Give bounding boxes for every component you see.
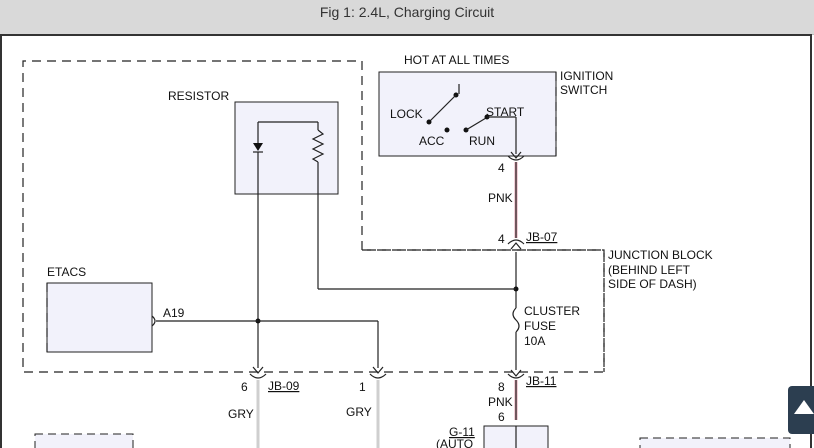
ign-connector-cup — [507, 155, 525, 161]
jb07-connector-cup — [507, 239, 525, 245]
jb09-connector-arrow — [252, 366, 264, 374]
g11-label: G-11 — [449, 425, 475, 439]
body-control-enclosure — [22, 60, 605, 373]
jb09-connector-cup — [249, 373, 267, 379]
cluster-label: CLUSTER — [524, 304, 580, 318]
scroll-to-top-button[interactable] — [788, 386, 814, 434]
lock-contact-dot — [426, 119, 432, 125]
jb07-connector-arrow — [510, 242, 522, 250]
bottom-right-module-box — [639, 437, 791, 448]
etacs-box — [46, 282, 153, 353]
jb07-label: JB-07 — [526, 230, 558, 244]
pnk-top-label: PNK — [488, 191, 513, 205]
pin-6-label: 6 — [241, 380, 248, 394]
jb11-connector-arrow — [510, 369, 522, 377]
junction-block-label-2: (BEHIND LEFT — [608, 263, 691, 277]
diode-symbol — [253, 143, 263, 151]
pnk-bottom-label: PNK — [488, 395, 513, 409]
auto-partial-label: (AUTO — [436, 437, 473, 448]
pin-6-bottom-label: 6 — [498, 410, 505, 424]
pin1-connector-arrow — [372, 366, 384, 374]
resistor-zigzag — [311, 129, 325, 163]
junction-block-enclosure — [362, 249, 605, 372]
gry-right-label: GRY — [346, 405, 372, 419]
bottom-left-module-box — [34, 433, 134, 448]
junction-block-label-3: SIDE OF DASH) — [608, 277, 697, 291]
pin-1-label: 1 — [359, 380, 366, 394]
pin-4-top-label: 4 — [498, 161, 505, 175]
resistor-box — [234, 101, 339, 195]
figure-title: Fig 1: 2.4L, Charging Circuit — [319, 4, 495, 20]
pin1-connector-cup — [369, 373, 387, 379]
jb11-label: JB-11 — [526, 374, 557, 388]
lock-label: LOCK — [390, 107, 423, 121]
a19-connector — [151, 315, 156, 327]
cluster-fuse-symbol — [512, 307, 520, 333]
switch-label: SWITCH — [560, 83, 607, 97]
acc-label: ACC — [419, 134, 445, 148]
pin-4-jb-label: 4 — [498, 232, 505, 246]
a19-label: A19 — [163, 306, 185, 320]
diagram-frame — [0, 34, 812, 448]
jb09-label: JB-09 — [268, 379, 300, 393]
jb11-connector-cup — [507, 373, 525, 379]
hot-at-all-times-label: HOT AT ALL TIMES — [404, 53, 509, 67]
resistor-label: RESISTOR — [168, 89, 229, 103]
run-start-blade — [465, 117, 487, 131]
run-label: RUN — [469, 134, 495, 148]
ign-connector-arrow — [510, 151, 522, 159]
acc-contact-dot — [444, 127, 450, 133]
etacs-label: ETACS — [47, 265, 86, 279]
pin-8-label: 8 — [498, 380, 505, 394]
amps-label: 10A — [524, 334, 545, 348]
junction-block-label-1: JUNCTION BLOCK — [608, 248, 713, 262]
ignition-label: IGNITION — [560, 69, 613, 83]
ignition-switch-box — [378, 71, 557, 157]
switch-blade — [429, 94, 457, 122]
gry-left-label: GRY — [228, 407, 254, 421]
start-label: START — [486, 105, 525, 119]
fuse-label: FUSE — [524, 319, 556, 333]
